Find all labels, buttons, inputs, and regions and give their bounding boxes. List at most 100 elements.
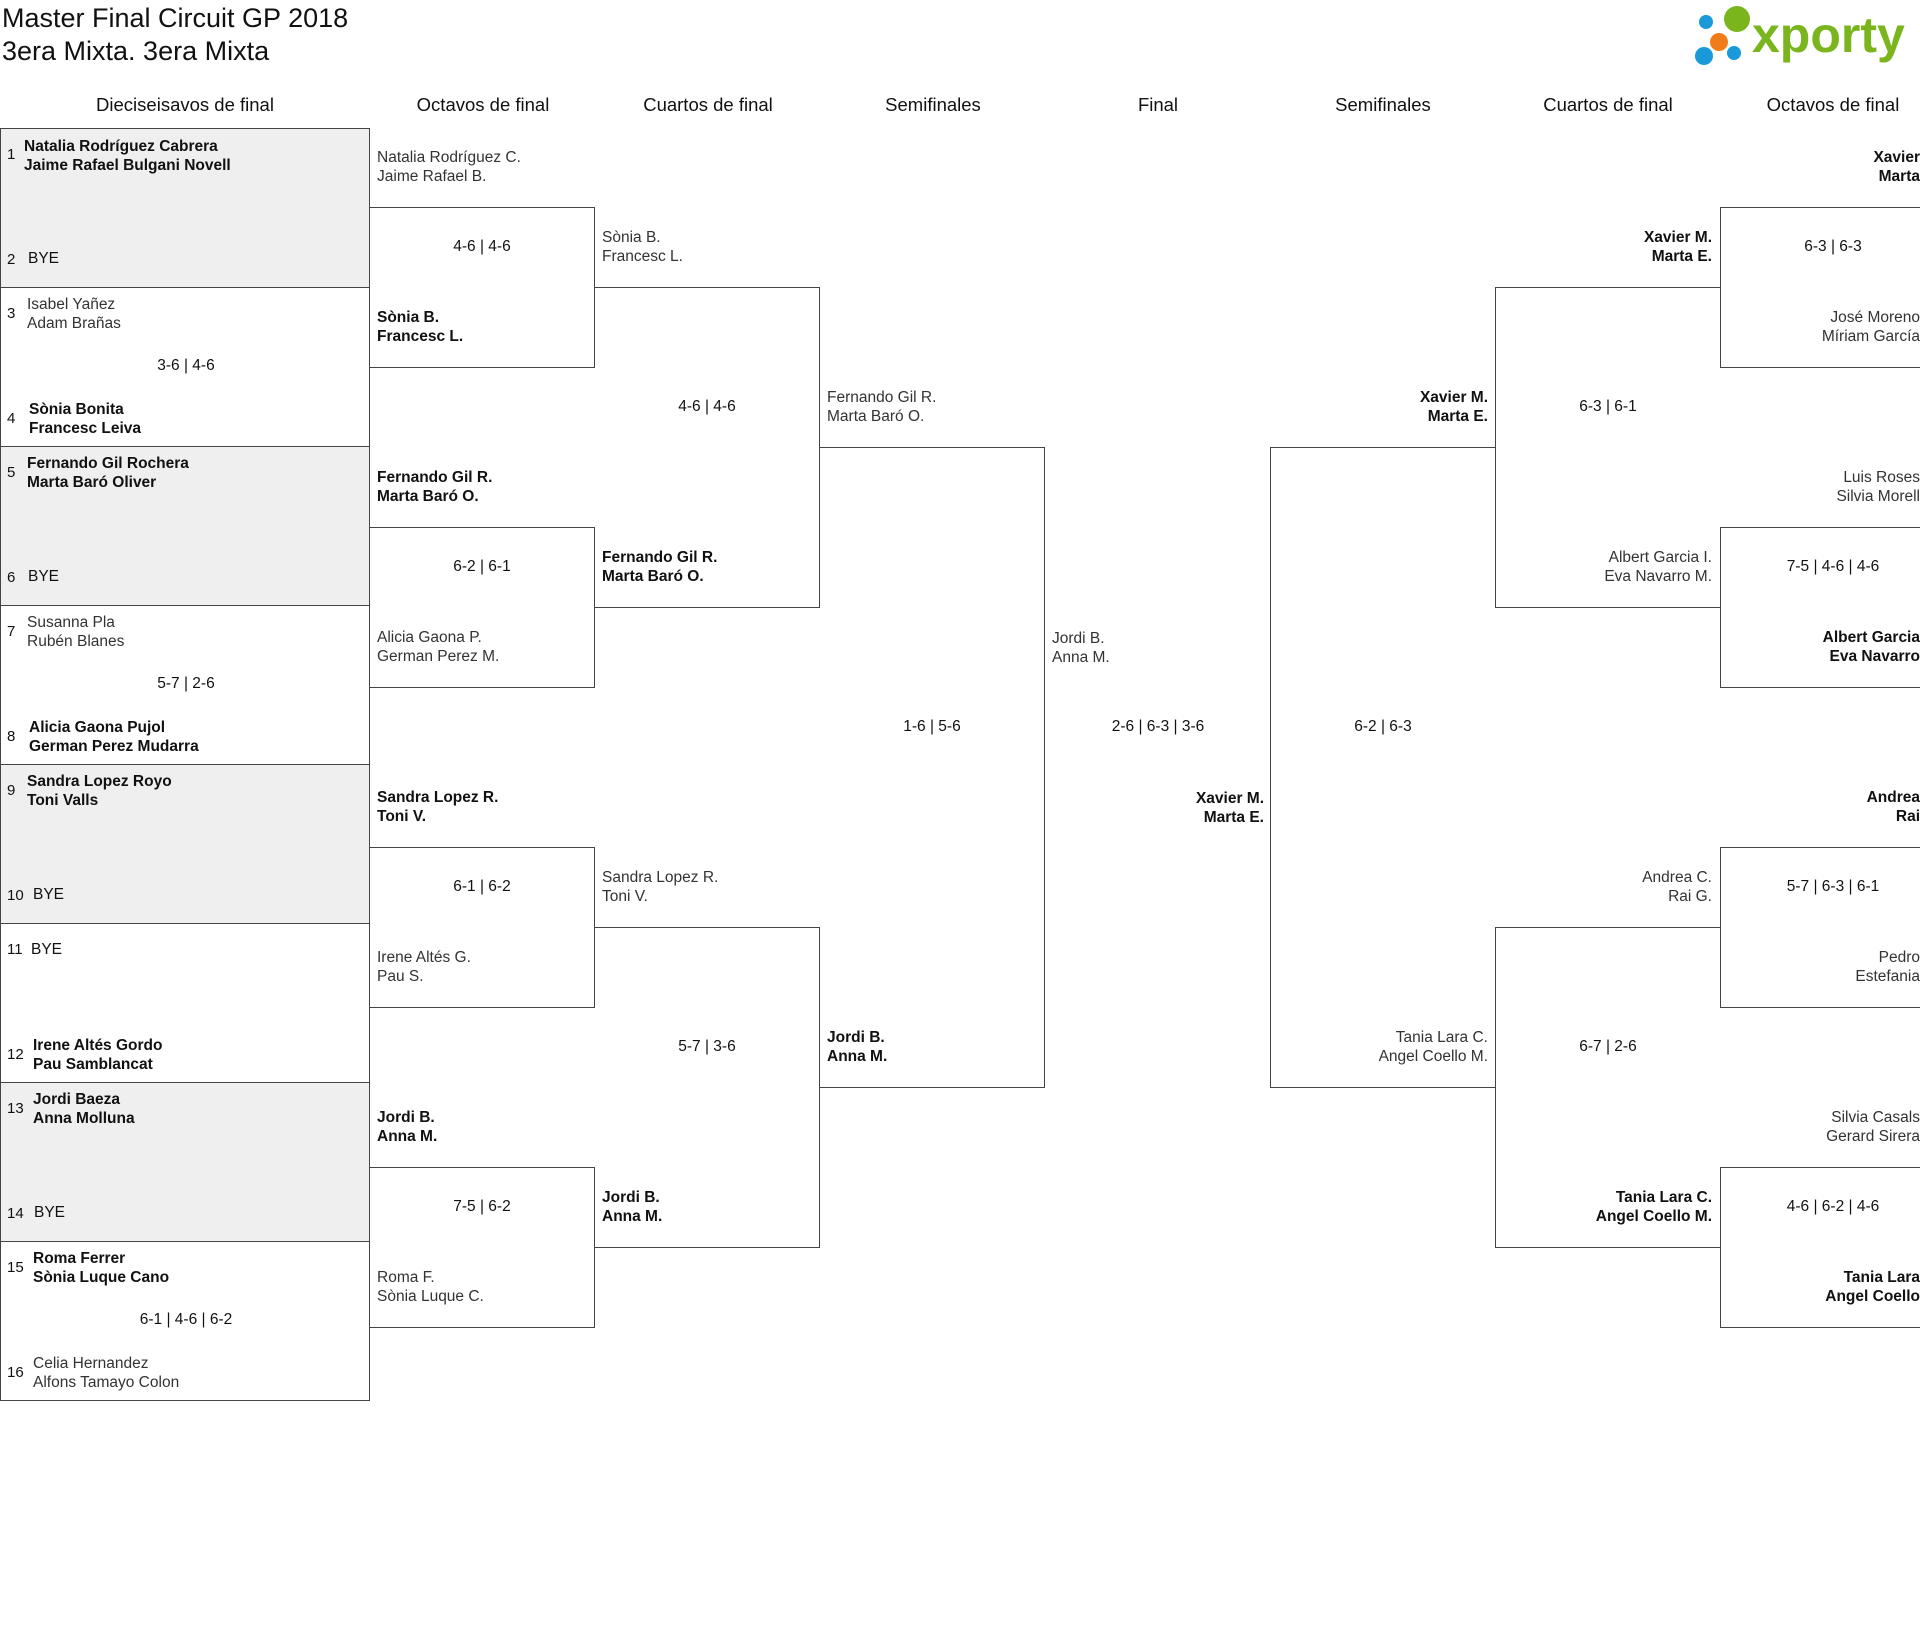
round-header-sf-right: Semifinales xyxy=(1335,94,1431,115)
player-name: José Moreno xyxy=(1830,309,1920,326)
player-name: Isabel Yañez xyxy=(27,296,116,313)
player-name: Toni V. xyxy=(377,808,427,825)
player-name: Sandra Lopez Royo xyxy=(27,773,172,790)
match-score: 4-6 | 4-6 xyxy=(678,398,736,415)
player-name: Sandra Lopez R. xyxy=(377,789,499,806)
seed-number: 13 xyxy=(7,1100,24,1117)
team-entry: Sònia B. Francesc L. xyxy=(377,308,463,346)
team-entry: Fernando Gil R. Marta Baró O. xyxy=(827,388,936,426)
match-score: 6-2 | 6-1 xyxy=(453,558,511,575)
r32-match-6: 11 BYE 12 Irene Altés Gordo Pau Samblanc… xyxy=(0,923,370,1083)
match-score: 3-6 | 4-6 xyxy=(157,357,215,374)
match-score: 5-7 | 2-6 xyxy=(157,675,215,692)
seed-number: 1 xyxy=(7,146,16,163)
team-entry: Albert Garcia Eva Navarro xyxy=(1760,628,1920,666)
team-entry: Jordi B. Anna M. xyxy=(827,1028,887,1066)
player-name: Francesc L. xyxy=(377,328,464,345)
player-name: Sònia B. xyxy=(377,309,440,326)
match-score: 5-7 | 6-3 | 6-1 xyxy=(1786,878,1880,895)
player-name: Eva Navarro xyxy=(1829,648,1920,665)
match-score: 4-6 | 6-2 | 4-6 xyxy=(1786,1198,1880,1215)
player-name: Xavier M. xyxy=(1643,229,1712,246)
player-name: Tania Lara xyxy=(1843,1269,1920,1286)
round-header-qf-right: Cuartos de final xyxy=(1543,94,1673,115)
seed-number: 9 xyxy=(7,782,16,799)
player-name: Tania Lara C. xyxy=(1395,1029,1488,1046)
match-score: 6-7 | 2-6 xyxy=(1579,1038,1637,1055)
r32-match-3: 5 Fernando Gil Rochera Marta Baró Oliver… xyxy=(0,446,370,606)
team-entry: Jordi B. Anna M. xyxy=(377,1108,437,1146)
match-score: 1-6 | 5-6 xyxy=(903,718,961,735)
seed-number: 2 xyxy=(7,251,16,268)
player-name: Pau Samblancat xyxy=(33,1056,153,1073)
player-name: Roma F. xyxy=(377,1269,435,1286)
team-entry: Fernando Gil R. Marta Baró O. xyxy=(602,548,717,586)
bye-label: BYE xyxy=(33,886,65,903)
player-name: Fernando Gil R. xyxy=(602,549,718,566)
player-name: Pau S. xyxy=(377,968,424,985)
player-name: Adam Brañas xyxy=(27,315,121,332)
page-subtitle: 3era Mixta. 3era Mixta xyxy=(2,36,270,66)
team-entry: Xavier M. Marta E. xyxy=(1538,228,1712,266)
logo-dot-green xyxy=(1724,6,1750,32)
page-title: Master Final Circuit GP 2018 xyxy=(2,3,349,33)
team-entry: Xavier Marta xyxy=(1760,148,1920,186)
player-name: Sònia Luque Cano xyxy=(33,1269,170,1286)
team-entry: Natalia Rodríguez C. Jaime Rafael B. xyxy=(377,148,521,186)
player-name: Albert Garcia I. xyxy=(1608,549,1712,566)
team-entry: Jordi B. Anna M. xyxy=(602,1188,662,1226)
qf-match-right-1 xyxy=(1495,287,1721,608)
player-name: Jordi B. xyxy=(827,1029,885,1046)
player-name: Estefania xyxy=(1855,968,1920,985)
player-name: Rai xyxy=(1895,808,1920,825)
player-name: Marta Baró O. xyxy=(602,568,704,585)
player-name: Angel Coello M. xyxy=(1595,1208,1712,1225)
team-entry: Sandra Lopez R. Toni V. xyxy=(377,788,498,826)
player-name: Marta Baró O. xyxy=(827,408,925,425)
player-name: Marta xyxy=(1878,168,1920,185)
player-name: Fernando Gil Rochera xyxy=(27,455,189,472)
player-name: German Perez Mudarra xyxy=(29,738,199,755)
r32-match-7: 13 Jordi Baeza Anna Molluna 14 BYE xyxy=(0,1082,370,1242)
seed-number: 14 xyxy=(7,1205,24,1222)
team-entry: Sònia B. Francesc L. xyxy=(602,228,683,266)
r16-match-right-3 xyxy=(1720,847,1920,1008)
player-name: Toni V. xyxy=(602,888,648,905)
player-name: Eva Navarro M. xyxy=(1604,568,1712,585)
player-name: Luis Roses xyxy=(1843,469,1920,486)
team-entry: Andrea C. Rai G. xyxy=(1538,868,1712,906)
player-name: Jordi B. xyxy=(377,1109,435,1126)
player-name: Marta Baró O. xyxy=(377,488,479,505)
player-name: Celia Hernandez xyxy=(33,1355,149,1372)
r32-match-2: 3 Isabel Yañez Adam Brañas 3-6 | 4-6 4 S… xyxy=(0,287,370,447)
round-header-sf: Semifinales xyxy=(885,94,981,115)
player-name: Angel Coello M. xyxy=(1378,1048,1488,1065)
r32-match-8: 15 Roma Ferrer Sònia Luque Cano 6-1 | 4-… xyxy=(0,1241,370,1401)
player-name: Fernando Gil R. xyxy=(827,389,937,406)
round-header-r16: Octavos de final xyxy=(416,94,550,115)
team-entry: Silvia Casals Gerard Sirera xyxy=(1760,1108,1920,1146)
team-entry: Roma Ferrer Sònia Luque Cano xyxy=(33,1249,169,1287)
player-name: Xavier xyxy=(1873,149,1920,166)
player-name: Natalia Rodríguez Cabrera xyxy=(24,138,218,155)
r16-match-right-4 xyxy=(1720,1167,1920,1328)
r16-match-right-1 xyxy=(1720,207,1920,368)
player-name: Anna M. xyxy=(827,1048,888,1065)
seed-number: 16 xyxy=(7,1364,24,1381)
player-name: Xavier M. xyxy=(1195,790,1264,807)
player-name: Míriam García xyxy=(1821,328,1920,345)
player-name: Anna M. xyxy=(1052,649,1110,666)
bye-label: BYE xyxy=(34,1204,66,1221)
match-score: 6-2 | 6-3 xyxy=(1354,718,1412,735)
team-entry: Sònia Bonita Francesc Leiva xyxy=(29,400,141,438)
player-name: Anna M. xyxy=(602,1208,663,1225)
match-score: 7-5 | 6-2 xyxy=(453,1198,511,1215)
seed-number: 4 xyxy=(7,410,16,427)
player-name: Sònia Bonita xyxy=(29,401,124,418)
player-name: German Perez M. xyxy=(377,648,500,665)
team-entry: Pedro Estefania xyxy=(1760,948,1920,986)
match-score: 4-6 | 4-6 xyxy=(453,238,511,255)
player-name: Roma Ferrer xyxy=(33,1250,126,1267)
team-entry: Fernando Gil R. Marta Baró O. xyxy=(377,468,492,506)
match-score: 6-3 | 6-3 xyxy=(1804,238,1862,255)
